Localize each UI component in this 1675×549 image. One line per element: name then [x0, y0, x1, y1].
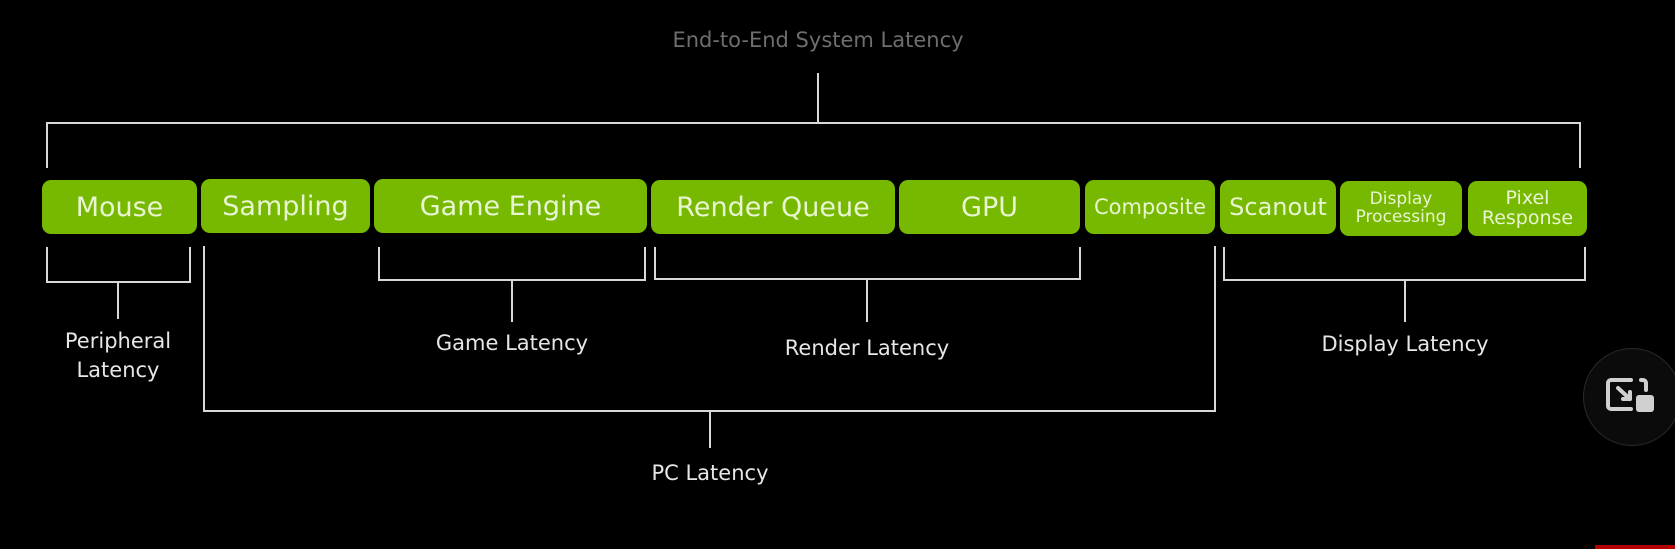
peripheral-latency-label: Peripheral Latency	[38, 327, 198, 385]
stage-display-processing: Display Processing	[1340, 181, 1462, 236]
exit-fullscreen-icon	[1606, 378, 1654, 412]
render-latency-label: Render Latency	[784, 336, 950, 360]
stage-label: Composite	[1093, 194, 1207, 219]
peripheral-line2: Latency	[76, 358, 160, 382]
render-bracket	[654, 247, 1081, 280]
stage-sampling: Sampling	[201, 179, 370, 233]
stage-pixel-response: Pixel Response	[1468, 181, 1587, 236]
game-bracket	[378, 247, 646, 281]
stage-scanout: Scanout	[1220, 180, 1336, 234]
stage-label-line1: Pixel	[1505, 186, 1550, 209]
stage-composite: Composite	[1085, 180, 1215, 234]
stage-mouse: Mouse	[42, 180, 197, 234]
pc-latency-label: PC Latency	[651, 461, 769, 485]
stage-label: GPU	[961, 191, 1018, 223]
peripheral-line1: Peripheral	[64, 329, 172, 353]
game-latency-label: Game Latency	[435, 331, 589, 355]
exit-fullscreen-button[interactable]	[1583, 348, 1675, 446]
stage-label: Render Queue	[676, 191, 870, 223]
stage-game-engine: Game Engine	[374, 179, 647, 233]
pc-bracket	[203, 246, 1216, 412]
progress-bar-fragment	[1595, 545, 1675, 549]
display-latency-label: Display Latency	[1321, 332, 1489, 356]
stage-label-line2: Response	[1481, 206, 1574, 229]
end-to-end-bracket	[46, 122, 1581, 168]
stage-label: Mouse	[75, 191, 164, 223]
stage-label: Game Engine	[419, 190, 602, 222]
stage-label: Scanout	[1229, 193, 1327, 221]
stage-render-queue: Render Queue	[651, 180, 895, 234]
stage-gpu: GPU	[899, 180, 1080, 234]
stage-label-line2: Processing	[1355, 206, 1447, 227]
stage-label: Sampling	[222, 190, 349, 222]
display-bracket	[1223, 247, 1586, 281]
stage-label-line1: Display	[1369, 188, 1433, 209]
diagram-title: End-to-End System Latency	[672, 28, 964, 52]
peripheral-bracket	[46, 247, 191, 283]
